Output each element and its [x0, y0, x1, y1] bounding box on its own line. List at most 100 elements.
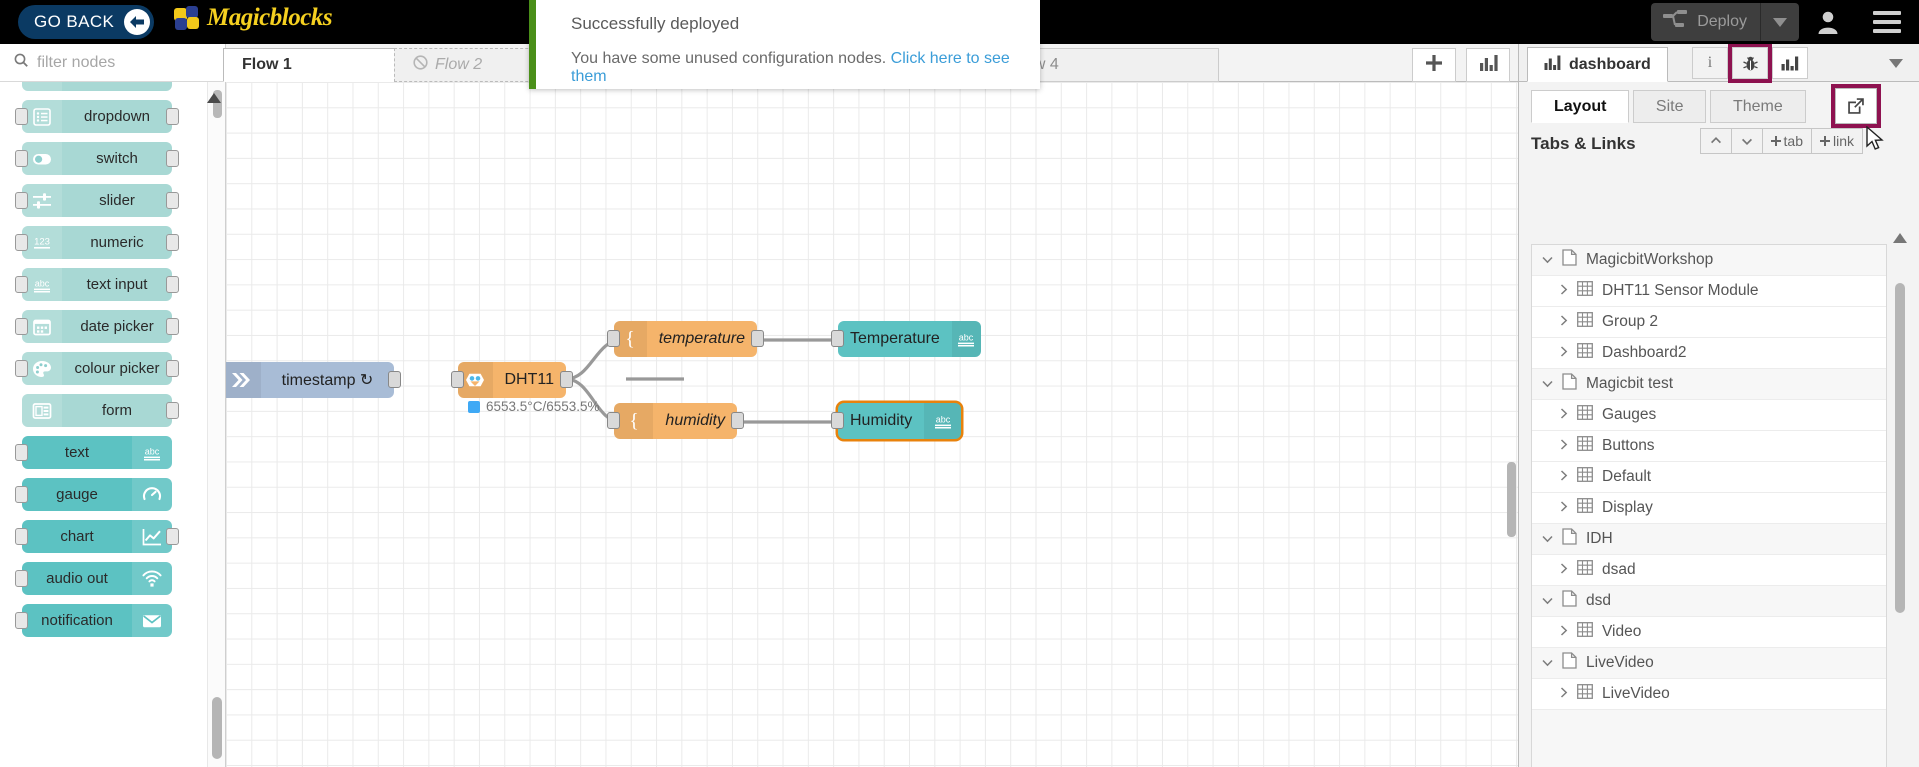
node-output-port[interactable] [388, 371, 401, 388]
expand-all-icon[interactable] [1730, 128, 1763, 154]
tree-item-gauges[interactable]: Gauges [1532, 400, 1886, 431]
tree-item-video[interactable]: Video [1532, 617, 1886, 648]
node-input-port[interactable] [15, 318, 28, 335]
flow-chart-button[interactable] [1466, 48, 1510, 82]
node-output-port[interactable] [166, 192, 179, 209]
palette-node-form[interactable]: form [22, 394, 179, 427]
tree-item-livevideo[interactable]: LiveVideo [1532, 679, 1886, 710]
tree-item-magicbitworkshop[interactable]: MagicbitWorkshop [1532, 245, 1886, 276]
node-output-port[interactable] [166, 108, 179, 125]
node-input-port[interactable] [15, 528, 28, 545]
node-input-port[interactable] [15, 150, 28, 167]
node-input-port[interactable] [15, 276, 28, 293]
tree-scroll-thumb[interactable] [1895, 283, 1905, 613]
palette-node-partial[interactable] [22, 82, 172, 91]
node-input-port[interactable] [15, 486, 28, 503]
tree-item-dashboard2[interactable]: Dashboard2 [1532, 338, 1886, 369]
canvas-node-humidity[interactable]: {humidity [607, 403, 744, 439]
tree-item-buttons[interactable]: Buttons [1532, 431, 1886, 462]
tree-item-default[interactable]: Default [1532, 462, 1886, 493]
palette-node-audio-out[interactable]: audio out [15, 562, 172, 595]
node-input-port[interactable] [607, 412, 620, 429]
node-input-port[interactable] [15, 192, 28, 209]
canvas-node-temperature[interactable]: {temperature [607, 321, 764, 357]
node-output-port[interactable] [166, 360, 179, 377]
chevron-right-icon[interactable] [1560, 468, 1568, 486]
chevron-right-icon[interactable] [1560, 406, 1568, 424]
node-output-port[interactable] [166, 234, 179, 251]
node-output-port[interactable] [166, 276, 179, 293]
palette-scrollbar[interactable] [213, 90, 222, 761]
chevron-right-icon[interactable] [1560, 623, 1568, 641]
node-input-port[interactable] [15, 612, 28, 629]
tree-item-dsad[interactable]: dsad [1532, 555, 1886, 586]
node-input-port[interactable] [15, 444, 28, 461]
palette-search[interactable]: filter nodes [0, 44, 225, 82]
palette-scroll-thumb[interactable] [212, 697, 222, 759]
tree-item-magicbit-test[interactable]: Magicbit test [1532, 369, 1886, 400]
chevron-down-icon[interactable] [1542, 375, 1553, 393]
add-link-button[interactable]: link [1810, 128, 1863, 154]
chevron-right-icon[interactable] [1560, 499, 1568, 517]
flow-tab-4[interactable]: ow 4 [1006, 48, 1219, 82]
go-back-button[interactable]: GO BACK [18, 5, 155, 39]
info-icon[interactable]: i [1692, 47, 1728, 79]
node-output-port[interactable] [751, 330, 764, 347]
sidebar-tab-dashboard[interactable]: dashboard [1527, 47, 1668, 82]
node-input-port[interactable] [607, 330, 620, 347]
tree-item-dht11-sensor-module[interactable]: DHT11 Sensor Module [1532, 276, 1886, 307]
add-flow-tab-button[interactable] [1412, 48, 1456, 82]
deploy-button[interactable]: Deploy [1651, 3, 1799, 41]
chevron-right-icon[interactable] [1560, 344, 1568, 362]
chevron-down-icon[interactable] [1542, 654, 1553, 672]
chevron-down-icon[interactable] [1542, 530, 1553, 548]
tree-scroll-up-arrow[interactable] [1893, 230, 1907, 248]
notification-link[interactable]: Click here to see them [571, 50, 1010, 85]
canvas-node-timestamp-[interactable]: timestamp ↻ [226, 362, 401, 398]
add-tab-button[interactable]: tab [1761, 128, 1812, 154]
chevron-down-icon[interactable] [1761, 3, 1799, 41]
node-output-port[interactable] [560, 371, 573, 388]
node-input-port[interactable] [831, 412, 844, 429]
node-input-port[interactable] [15, 570, 28, 587]
node-input-port[interactable] [831, 330, 844, 347]
node-input-port[interactable] [15, 108, 28, 125]
node-output-port[interactable] [166, 528, 179, 545]
tab-theme[interactable]: Theme [1709, 90, 1806, 123]
search-input[interactable]: filter nodes [37, 53, 116, 71]
external-link-icon[interactable] [1831, 84, 1881, 128]
hamburger-menu-icon[interactable] [1873, 11, 1901, 38]
palette-node-switch[interactable]: switch [15, 142, 179, 175]
tree-scrollbar[interactable] [1895, 249, 1905, 763]
user-icon[interactable] [1815, 9, 1841, 40]
chevron-right-icon[interactable] [1560, 282, 1568, 300]
chevron-right-icon[interactable] [1560, 437, 1568, 455]
node-output-port[interactable] [731, 412, 744, 429]
node-input-port[interactable] [451, 371, 464, 388]
node-input-port[interactable] [15, 360, 28, 377]
chevron-right-icon[interactable] [1560, 561, 1568, 579]
collapse-all-icon[interactable] [1699, 128, 1732, 154]
chevron-down-icon[interactable] [1881, 47, 1911, 79]
canvas-vertical-scrollbar[interactable] [1507, 462, 1516, 537]
flow-tab-1[interactable]: Flow 1 [223, 48, 395, 82]
node-output-port[interactable] [166, 402, 179, 419]
chevron-right-icon[interactable] [1560, 685, 1568, 703]
palette-node-dropdown[interactable]: dropdown [15, 100, 179, 133]
palette-node-gauge[interactable]: gauge [15, 478, 172, 511]
tree-item-group-2[interactable]: Group 2 [1532, 307, 1886, 338]
node-output-port[interactable] [166, 318, 179, 335]
palette-node-chart[interactable]: chart [15, 520, 179, 553]
palette-node-date-picker[interactable]: date picker [15, 310, 179, 343]
tree-item-idh[interactable]: IDH [1532, 524, 1886, 555]
palette-node-notification[interactable]: notification [15, 604, 172, 637]
tree-item-dsd[interactable]: dsd [1532, 586, 1886, 617]
tab-layout[interactable]: Layout [1531, 90, 1630, 123]
palette-node-colour-picker[interactable]: colour picker [15, 352, 179, 385]
dashboard-chart-icon[interactable] [1772, 47, 1808, 79]
